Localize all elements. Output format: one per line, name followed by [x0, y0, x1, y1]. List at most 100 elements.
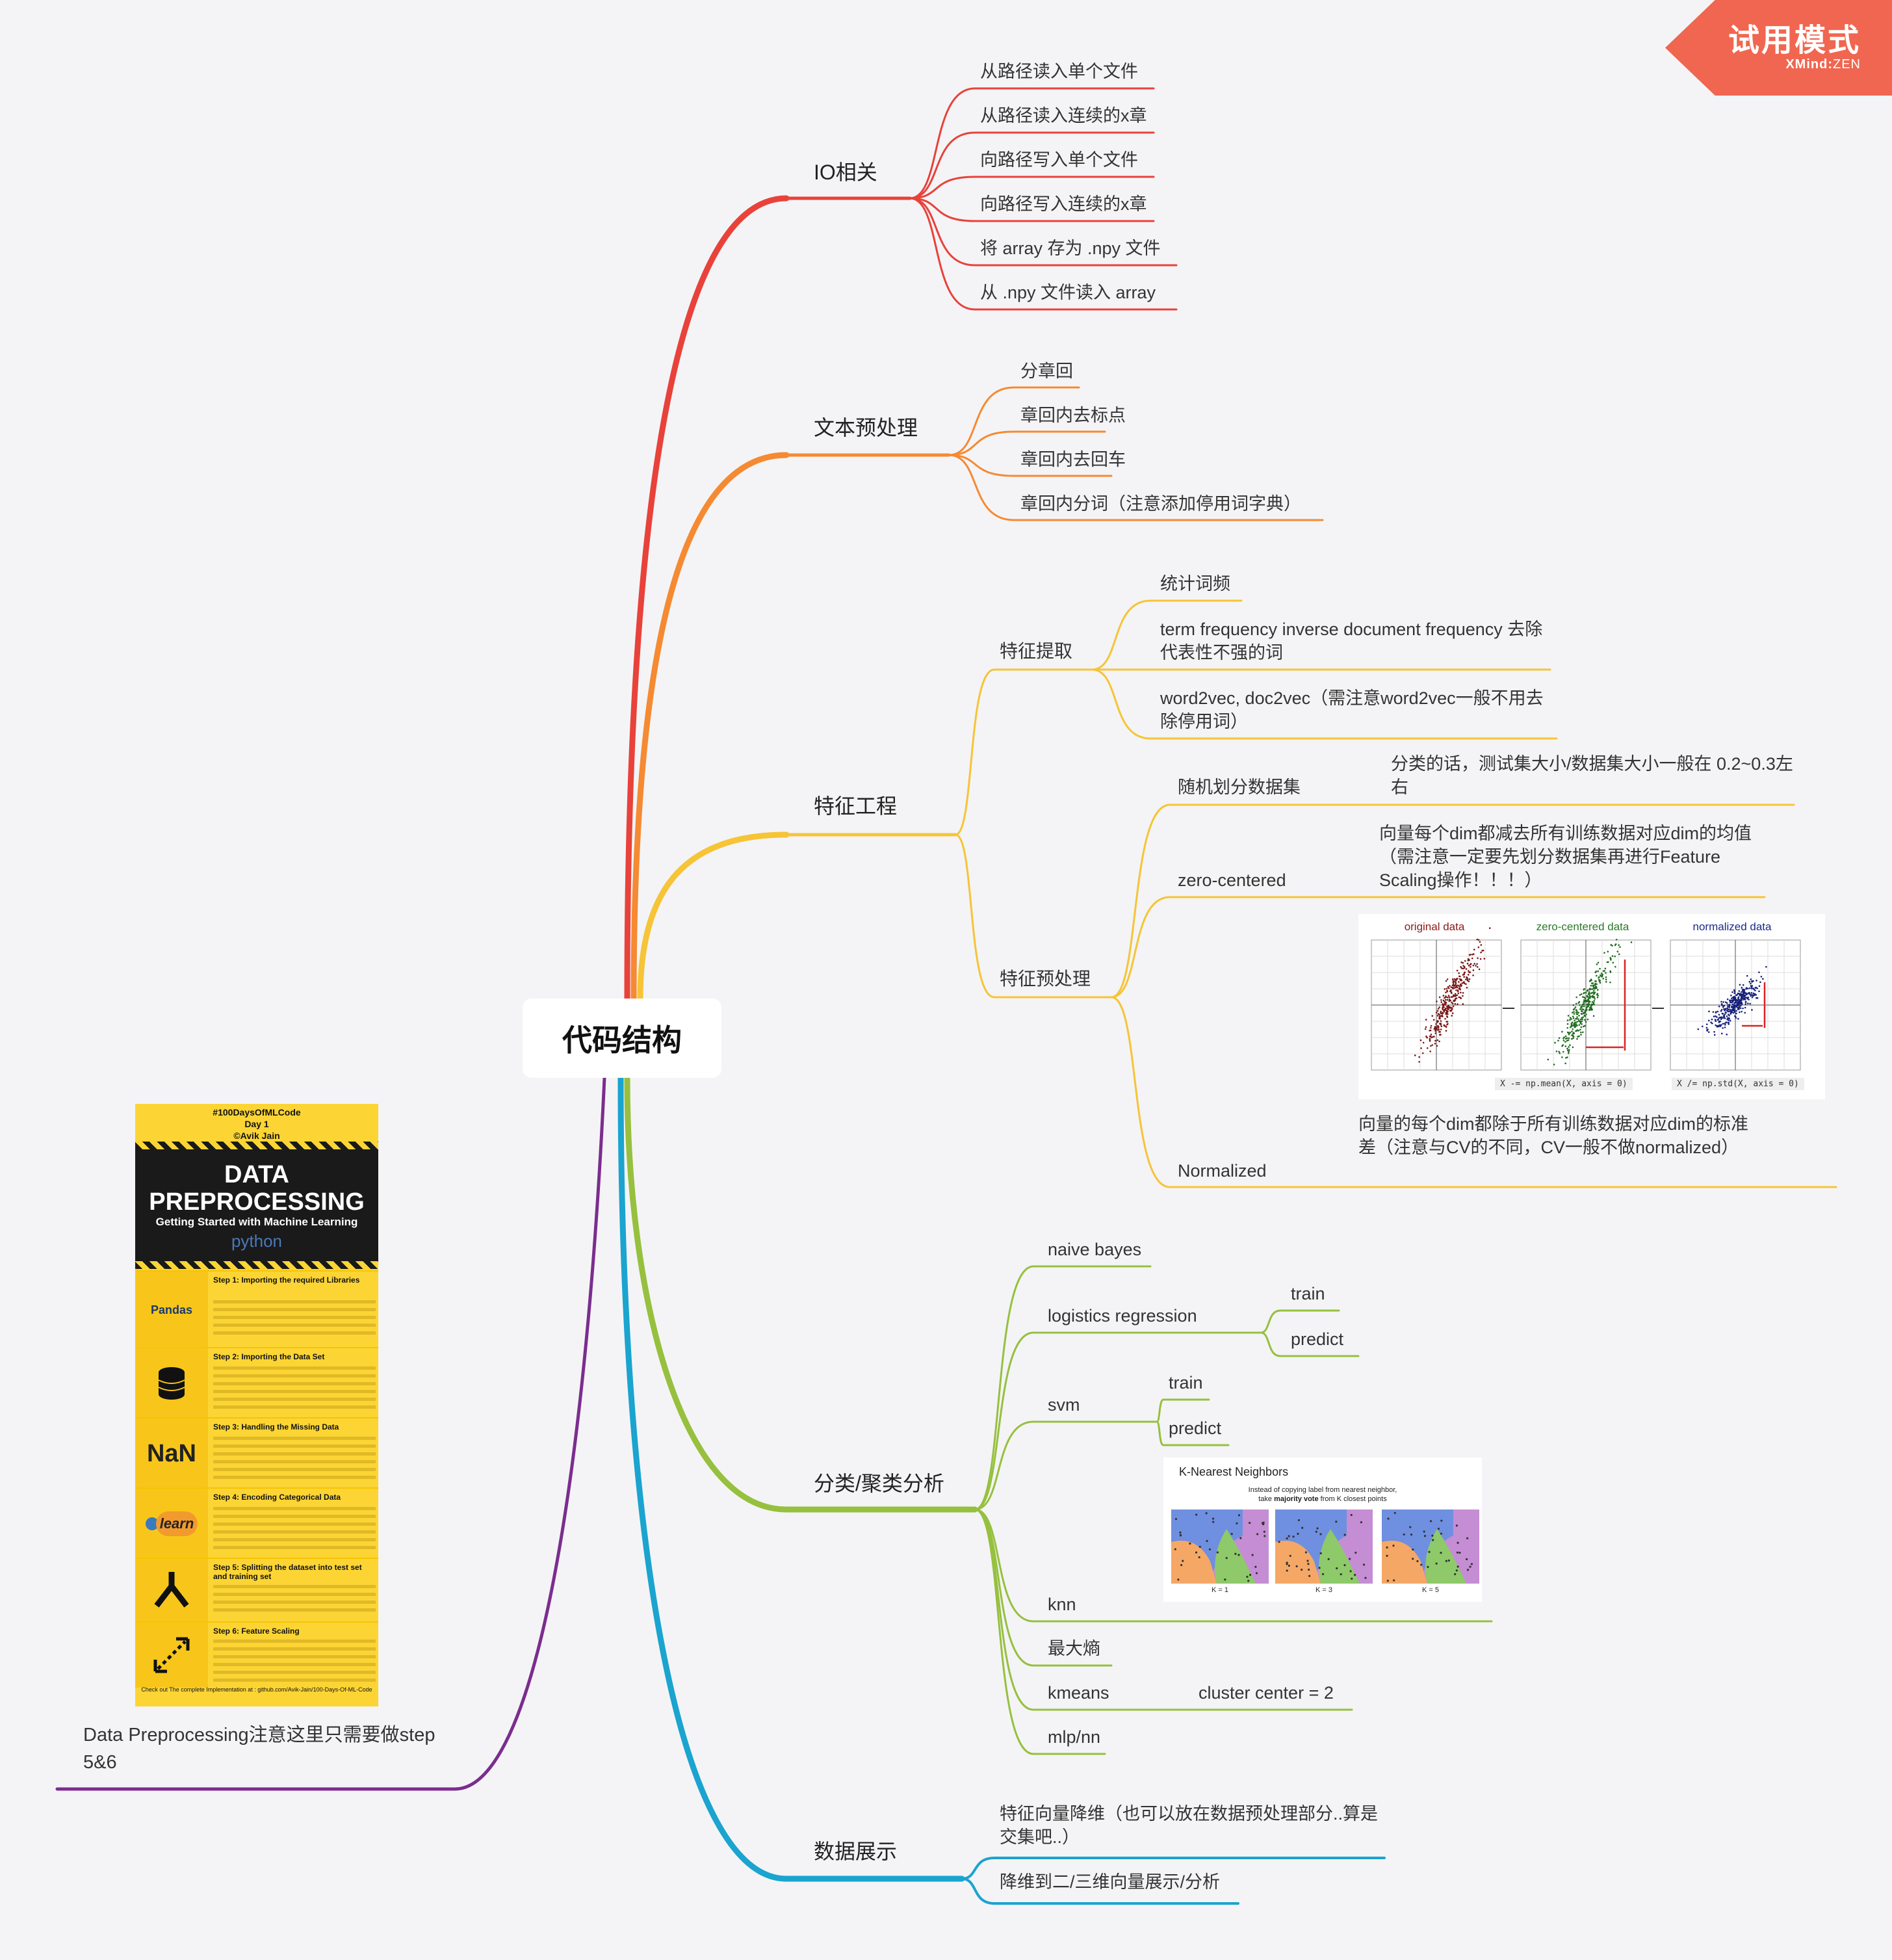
extract-child-2	[1091, 668, 1558, 740]
normalized-note[interactable]: 向量的每个dim都除于所有训练数据对应dim的标准差（注意与CV的不同，CV一般…	[1358, 1114, 1749, 1157]
max-entropy[interactable]: 最大熵	[1048, 1639, 1100, 1658]
logistic-regression[interactable]: logistics regression	[1048, 1306, 1197, 1326]
infographic-step-2: Step 2: Importing the Data Set	[135, 1347, 378, 1418]
nan-icon: NaN	[135, 1418, 208, 1489]
text-child-0	[948, 386, 1080, 456]
knn-figure-sub1: Instead of copying label from nearest ne…	[1248, 1486, 1397, 1494]
subtopic-io-2[interactable]: 从路径读入连续的x章	[980, 106, 1147, 125]
topic-text-preprocess[interactable]: 文本预处理	[814, 416, 918, 439]
normalization-figure: original data zero-centered data normali…	[1358, 914, 1825, 1099]
knn-panel-0	[1171, 1509, 1269, 1584]
io-child-5	[909, 197, 1178, 311]
subtopic-feature-preprocess[interactable]: 特征预处理	[1000, 969, 1091, 989]
scatter-plots	[1371, 927, 1801, 1071]
subtopic-io-4[interactable]: 向路径写入连续的x章	[980, 194, 1147, 214]
branch-classify	[624, 1075, 978, 1513]
infographic-subtitle: Getting Started with Machine Learning	[155, 1216, 358, 1228]
infographic-step-5: Step 5: Splitting the dataset into test …	[135, 1558, 378, 1623]
classify-child-5	[974, 1508, 1191, 1711]
svm-predict[interactable]: predict	[1169, 1418, 1222, 1438]
logreg-child-1	[1260, 1331, 1360, 1357]
mlp-nn[interactable]: mlp/nn	[1048, 1727, 1101, 1747]
normalized[interactable]: Normalized	[1178, 1161, 1267, 1181]
xmind-brand: XMind:ZEN	[1785, 57, 1861, 72]
preprocess-child-0	[1110, 804, 1334, 999]
panel-title-original: original data	[1404, 921, 1465, 933]
svm-child-1	[1156, 1420, 1230, 1446]
logreg-train[interactable]: train	[1291, 1284, 1325, 1303]
panel-title-zero: zero-centered data	[1536, 921, 1629, 933]
logreg-predict[interactable]: predict	[1291, 1329, 1344, 1349]
infographic-step-1: Pandas Step 1: Importing the required Li…	[135, 1270, 378, 1348]
infographic-step-6: Step 6: Feature Scaling	[135, 1621, 378, 1688]
topic-data-display[interactable]: 数据展示	[814, 1840, 898, 1863]
topic-classification[interactable]: 分类/聚类分析	[814, 1472, 944, 1495]
display-item-1[interactable]: 特征向量降维（也可以放在数据预处理部分..算是交集吧..）	[1000, 1804, 1379, 1847]
pandas-icon: Pandas	[135, 1272, 208, 1348]
subtopic-io-1[interactable]: 从路径读入单个文件	[980, 62, 1138, 81]
panel-title-normalized: normalized data	[1692, 921, 1772, 933]
classify-child-6	[974, 1508, 1106, 1755]
subtopic-text-2[interactable]: 章回内去标点	[1020, 406, 1126, 425]
extract-item-1[interactable]: 统计词频	[1160, 574, 1230, 594]
branch-io	[624, 195, 790, 1002]
extract-item-2[interactable]: term frequency inverse document frequenc…	[1160, 620, 1543, 662]
subtopic-io-3[interactable]: 向路径写入单个文件	[980, 150, 1138, 170]
preprocess-child-1	[1110, 896, 1340, 999]
subtopic-text-4[interactable]: 章回内分词（注意添加停用词字典）	[1020, 494, 1301, 514]
extract-item-3[interactable]: word2vec, doc2vec（需注意word2vec一般不用去除停用词）	[1160, 688, 1544, 731]
zero-centered-note[interactable]: 向量每个dim都减去所有训练数据对应dim的均值（需注意一定要先划分数据集再进行…	[1379, 824, 1752, 890]
knn-panel-1	[1275, 1509, 1373, 1584]
scatter-panel-2	[1670, 939, 1801, 1071]
random-split[interactable]: 随机划分数据集	[1178, 777, 1301, 797]
text-child-1	[948, 430, 1106, 456]
zero-centered[interactable]: zero-centered	[1178, 870, 1286, 890]
trial-mode-badge[interactable]: 试用模式 XMind:ZEN	[1665, 0, 1892, 96]
topic-feature-engineering[interactable]: 特征工程	[814, 794, 898, 818]
branch-text	[630, 452, 790, 1002]
infographic-footer: Check out The complete Implementation at…	[141, 1686, 372, 1693]
io-child-2	[909, 176, 1155, 200]
knn-figure: K-Nearest Neighbors Instead of copying l…	[1163, 1457, 1482, 1602]
classify-child-2	[974, 1420, 1158, 1511]
classify-child-1	[974, 1331, 1262, 1511]
extract-child-0	[1091, 599, 1243, 671]
svm[interactable]: svm	[1048, 1395, 1080, 1415]
io-child-3	[909, 197, 1155, 222]
split-icon	[135, 1559, 208, 1623]
classify-child-0	[974, 1265, 1152, 1511]
knn-k3-label: K = 3	[1315, 1586, 1332, 1594]
feature-child-1	[954, 833, 1113, 999]
subtopic-io-6[interactable]: 从 .npy 文件读入 array	[980, 283, 1156, 302]
infographic-step-4: learn Step 4: Encoding Categorical Data	[135, 1487, 378, 1559]
svm-train[interactable]: train	[1169, 1373, 1203, 1392]
knn[interactable]: knn	[1048, 1595, 1076, 1614]
display-item-2[interactable]: 降维到二/三维向量展示/分析	[1000, 1872, 1221, 1892]
subtopic-feature-extract[interactable]: 特征提取	[1000, 641, 1073, 661]
kmeans[interactable]: kmeans	[1048, 1683, 1109, 1703]
scatter-panel-0	[1371, 927, 1502, 1071]
branch-display	[617, 1075, 965, 1882]
topic-data-preprocessing[interactable]: Data Preprocessing注意这里只需要做step 5&6	[83, 1725, 435, 1773]
root-topic[interactable]: 代码结构	[523, 999, 721, 1078]
io-child-1	[909, 131, 1155, 200]
subtopic-text-1[interactable]: 分章回	[1020, 361, 1073, 381]
topic-io[interactable]: IO相关	[814, 161, 877, 184]
display-child-1	[961, 1877, 1239, 1905]
knn-k1-label: K = 1	[1212, 1586, 1228, 1594]
subtopic-text-3[interactable]: 章回内去回车	[1020, 450, 1126, 469]
database-icon	[135, 1348, 208, 1418]
subtopic-io-5[interactable]: 将 array 存为 .npy 文件	[980, 239, 1161, 258]
code-std: X /= np.std(X, axis = 0)	[1672, 1078, 1804, 1090]
random-split-note[interactable]: 分类的话，测试集大小/数据集大小一般在 0.2~0.3左右	[1391, 754, 1793, 797]
extent-arrows-zero	[1586, 960, 1626, 1051]
naive-bayes[interactable]: naive bayes	[1048, 1240, 1142, 1259]
infographic-step-3: NaN Step 3: Handling the Missing Data	[135, 1417, 378, 1489]
scale-icon	[135, 1623, 208, 1688]
kmeans-note[interactable]: cluster center = 2	[1199, 1683, 1334, 1703]
python-logo: python	[231, 1231, 283, 1251]
knn-figure-sub2: take majority vote from K closest points	[1258, 1495, 1387, 1503]
preprocess-child-2	[1110, 996, 1347, 1188]
